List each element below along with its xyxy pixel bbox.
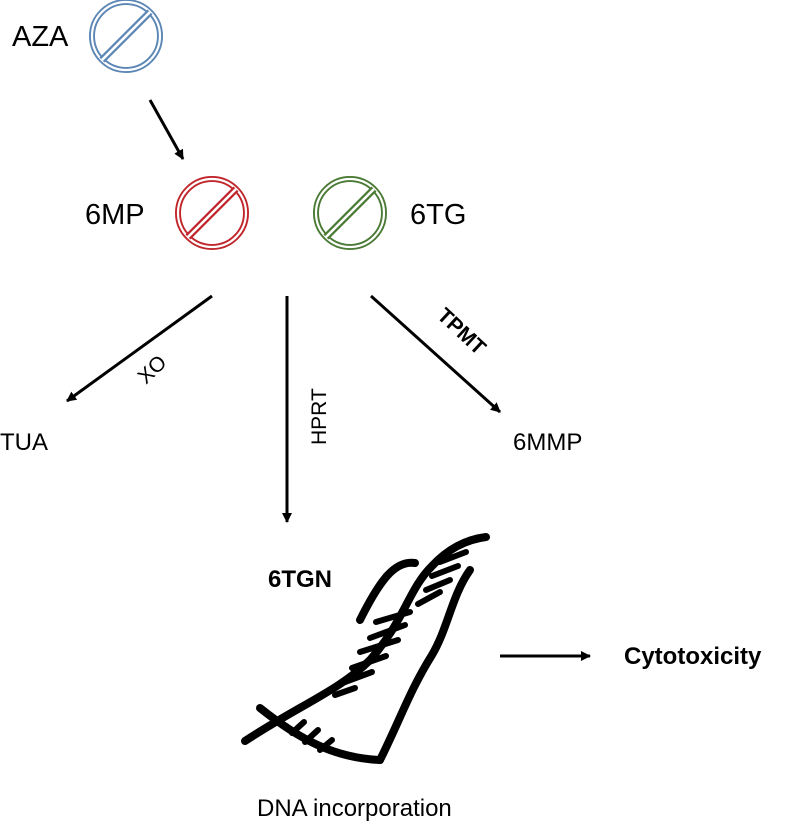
6tgn-label: 6TGN (268, 566, 332, 593)
hprt-enzyme-label: HPRT (308, 388, 331, 445)
aza-label: AZA (12, 21, 69, 53)
6mp-prohibition-icon (175, 176, 249, 250)
dna-incorporation-label: DNA incorporation (257, 795, 452, 822)
6tg-label: 6TG (410, 199, 466, 231)
arrow-xo-to-tua (66, 294, 213, 403)
arrow-aza-to-6mp (148, 99, 185, 160)
6mmp-label: 6MMP (513, 429, 582, 456)
6tg-prohibition-icon (313, 176, 387, 250)
arrow-tpmt-to-6mmp (369, 294, 502, 414)
xo-enzyme-label: XO (133, 351, 171, 389)
6mp-label: 6MP (85, 199, 145, 231)
cytotoxicity-label: Cytotoxicity (624, 643, 762, 670)
aza-prohibition-icon (89, 0, 163, 73)
tua-label: TUA (0, 429, 48, 456)
dna-double-helix-icon (241, 533, 490, 764)
tpmt-enzyme-label: TPMT (433, 304, 491, 360)
